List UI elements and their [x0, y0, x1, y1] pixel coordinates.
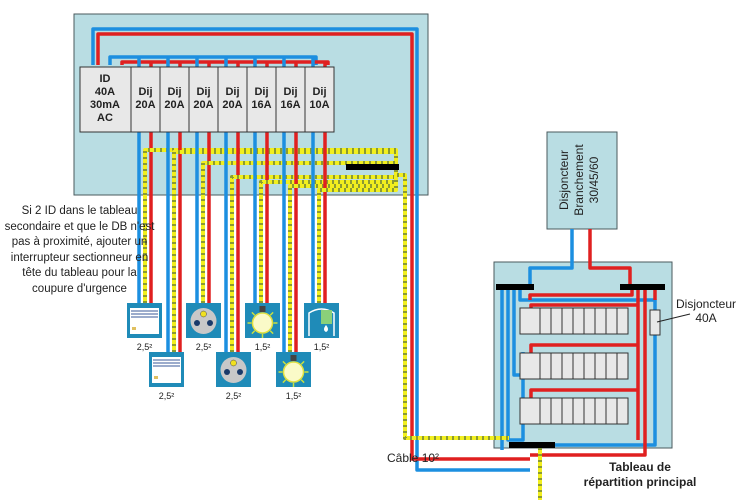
circuit-breaker[interactable]	[217, 66, 248, 133]
main-panel-breaker[interactable]	[583, 352, 596, 380]
circuit-breaker-type: Dij	[312, 86, 326, 98]
light-bulb-icon	[276, 352, 311, 387]
breaker-40a[interactable]	[649, 309, 661, 336]
breaker-40a-label-2: 40A	[695, 311, 716, 325]
branch-breaker-line-3: 30/45/60	[587, 156, 601, 203]
circuit-breaker-type: Dij	[254, 86, 268, 98]
main-panel-breaker[interactable]	[594, 397, 607, 425]
main-panel-breaker[interactable]	[594, 307, 607, 335]
circuit-breaker-type: Dij	[138, 86, 152, 98]
radiator-icon	[149, 352, 184, 387]
socket-icon	[216, 352, 251, 387]
main-panel-breaker[interactable]	[583, 307, 596, 335]
main-breaker-row	[519, 397, 629, 425]
main-panel-breaker[interactable]	[605, 352, 618, 380]
main-panel-breaker[interactable]	[583, 397, 596, 425]
incoming-neutral-wire	[528, 229, 574, 285]
circuit-breaker-type: Dij	[167, 86, 181, 98]
main-panel-breaker[interactable]	[550, 352, 563, 380]
wire-section-label: 1,5²	[314, 342, 330, 352]
feeder-neutral-wire	[91, 27, 530, 472]
earth-busbar-secondary	[346, 164, 399, 170]
rcd-line-3: 30mA	[90, 99, 120, 111]
circuit-breaker-rating: 16A	[251, 99, 271, 111]
circuit-breaker-type: Dij	[225, 86, 239, 98]
circuit-breaker-type: Dij	[283, 86, 297, 98]
main-panel-breaker[interactable]	[572, 307, 585, 335]
circuit-breaker-rating: 20A	[164, 99, 184, 111]
circuit-breaker[interactable]	[159, 66, 190, 133]
main-panel-breaker[interactable]	[561, 397, 574, 425]
main-rcd-breaker[interactable]	[79, 66, 132, 133]
breaker-40a-pointer	[656, 313, 691, 323]
circuit-breaker[interactable]	[130, 66, 161, 133]
radiator-icon	[127, 303, 162, 338]
branch-breaker-line-2: Branchement	[572, 144, 586, 216]
main-panel-breaker[interactable]	[539, 397, 552, 425]
circuit-breaker[interactable]	[188, 66, 219, 133]
devices: 2,5² 2,5² 2,5² 2,5² 1,5² 1,5² 1,5²	[127, 303, 339, 401]
rcd-line-4: AC	[97, 112, 113, 124]
incoming-phase-wire	[588, 229, 632, 285]
circuit-breaker-rating: 20A	[222, 99, 242, 111]
circuit-breaker[interactable]	[304, 66, 335, 133]
emergency-cutoff-note: Si 2 ID dans le tableau secondaire et qu…	[4, 205, 155, 295]
main-panel-breaker[interactable]	[550, 397, 563, 425]
wire-section-label: 2,5²	[196, 342, 212, 352]
main-panel-breaker[interactable]	[519, 307, 541, 335]
main-panel-breaker[interactable]	[605, 307, 618, 335]
wire-section-label: 2,5²	[159, 391, 175, 401]
circuit-wires	[137, 57, 398, 352]
branch-breaker-line-1: Disjoncteur	[557, 150, 571, 210]
main-phase-wires-a	[528, 290, 657, 457]
main-panel-title-1: Tableau de	[609, 460, 671, 474]
main-panel-title-2: répartition principal	[584, 475, 697, 489]
main-panel-breaker[interactable]	[519, 352, 541, 380]
circuit-breaker-rating: 20A	[193, 99, 213, 111]
cable-label: Câble 10²	[387, 451, 439, 465]
circuit-breaker-rating: 20A	[135, 99, 155, 111]
phase-busbar-main	[620, 284, 665, 290]
circuit-breaker[interactable]	[275, 66, 306, 133]
water-heater-icon	[304, 303, 339, 338]
main-panel-breaker[interactable]	[572, 397, 585, 425]
circuit-breaker-rating: 10A	[309, 99, 329, 111]
main-breaker-row	[519, 307, 629, 335]
main-panel-breaker[interactable]	[561, 307, 574, 335]
wire-section-label: 1,5²	[255, 342, 271, 352]
main-panel-breaker[interactable]	[605, 397, 618, 425]
main-panel-breaker[interactable]	[539, 352, 552, 380]
main-breaker-rows	[519, 307, 629, 425]
wire-section-label: 2,5²	[137, 342, 153, 352]
light-bulb-icon	[245, 303, 280, 338]
main-panel-breaker[interactable]	[616, 397, 629, 425]
feeder-phase-wire	[96, 32, 530, 461]
circuit-breaker-rating: 16A	[280, 99, 300, 111]
wire-section-label: 2,5²	[226, 391, 242, 401]
breaker-40a-label-1: Disjoncteur	[676, 297, 736, 311]
main-panel-breaker[interactable]	[539, 307, 552, 335]
main-panel-breaker[interactable]	[550, 307, 563, 335]
wire-section-label: 1,5²	[286, 391, 302, 401]
main-panel-breaker[interactable]	[519, 397, 541, 425]
circuit-breaker[interactable]	[246, 66, 277, 133]
breaker-row: ID 40A 30mA AC Dij20ADij20ADij20ADij20AD…	[79, 66, 335, 133]
rcd-line-2: 40A	[95, 86, 115, 98]
main-panel-breaker[interactable]	[572, 352, 585, 380]
main-panel-breaker[interactable]	[616, 352, 629, 380]
main-panel-breaker[interactable]	[561, 352, 574, 380]
socket-icon	[186, 303, 221, 338]
rcd-line-1: ID	[100, 73, 111, 85]
main-panel-breaker[interactable]	[616, 307, 629, 335]
main-breaker-row	[519, 352, 629, 380]
main-neutral-wires	[500, 290, 657, 450]
circuit-breaker-type: Dij	[196, 86, 210, 98]
branch-breaker-box	[546, 131, 618, 230]
earth-busbar-main	[509, 442, 555, 448]
main-panel-breaker[interactable]	[594, 352, 607, 380]
neutral-busbar-main	[496, 284, 534, 290]
